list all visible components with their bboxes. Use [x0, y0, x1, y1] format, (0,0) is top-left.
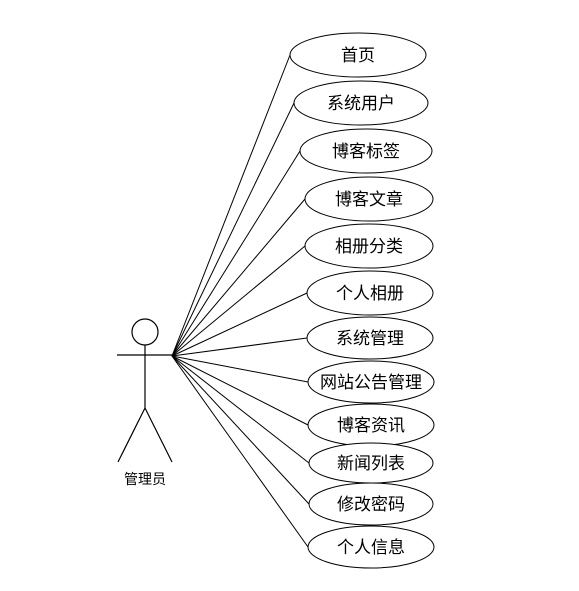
association-line	[171, 355, 309, 548]
actor-label: 管理员	[124, 472, 166, 488]
use-case-label: 博客资讯	[337, 416, 405, 436]
associations	[171, 54, 310, 548]
use-case-ellipse	[304, 176, 434, 222]
association-line	[171, 198, 306, 357]
use-case-label: 修改密码	[337, 495, 405, 515]
association-line	[171, 355, 310, 505]
use-case-ellipse	[293, 80, 429, 126]
use-case-ellipse	[308, 482, 434, 526]
association-line	[171, 54, 291, 357]
use-case-label: 新闻列表	[337, 454, 405, 474]
use-case: 新闻列表	[308, 442, 434, 484]
use-case-ellipse	[304, 223, 434, 269]
use-case-ellipse	[299, 128, 433, 174]
association-line	[171, 355, 310, 464]
use-case: 博客资讯	[307, 403, 435, 447]
use-case-ellipse	[307, 360, 435, 404]
use-case: 个人信息	[307, 525, 435, 569]
actor: 管理员	[117, 318, 173, 488]
use-case-label: 个人信息	[337, 538, 405, 558]
use-case: 博客标签	[299, 128, 433, 174]
association-line	[171, 102, 295, 357]
association-line	[171, 150, 301, 357]
use-case-label: 相册分类	[335, 237, 403, 257]
use-case-label: 网站公告管理	[320, 373, 422, 393]
use-case: 个人相册	[306, 270, 434, 316]
use-case-label: 博客标签	[332, 142, 400, 162]
use-case-label: 个人相册	[336, 284, 404, 304]
use-case-ellipse	[306, 270, 434, 316]
association-line	[171, 292, 308, 357]
actor-left-leg	[117, 407, 146, 463]
use-case: 相册分类	[304, 223, 434, 269]
use-case: 网站公告管理	[307, 360, 435, 404]
use-cases: 首页系统用户博客标签博客文章相册分类个人相册系统管理网站公告管理博客资讯新闻列表…	[289, 32, 435, 569]
use-case: 首页	[289, 32, 427, 78]
use-case-label: 首页	[341, 46, 375, 66]
use-case: 修改密码	[308, 482, 434, 526]
use-case: 博客文章	[304, 176, 434, 222]
association-line	[171, 245, 306, 357]
actor-right-leg	[144, 407, 173, 463]
use-case-ellipse	[306, 316, 434, 360]
association-line	[171, 355, 309, 383]
use-case-ellipse	[289, 32, 427, 78]
use-case-label: 系统用户	[327, 94, 395, 114]
use-case-ellipse	[307, 525, 435, 569]
use-case: 系统用户	[293, 80, 429, 126]
actor-head	[131, 318, 159, 346]
use-case-label: 博客文章	[335, 190, 403, 210]
association-line	[171, 337, 308, 357]
association-line	[171, 355, 309, 426]
use-case: 系统管理	[306, 316, 434, 360]
use-case-label: 系统管理	[336, 329, 404, 349]
